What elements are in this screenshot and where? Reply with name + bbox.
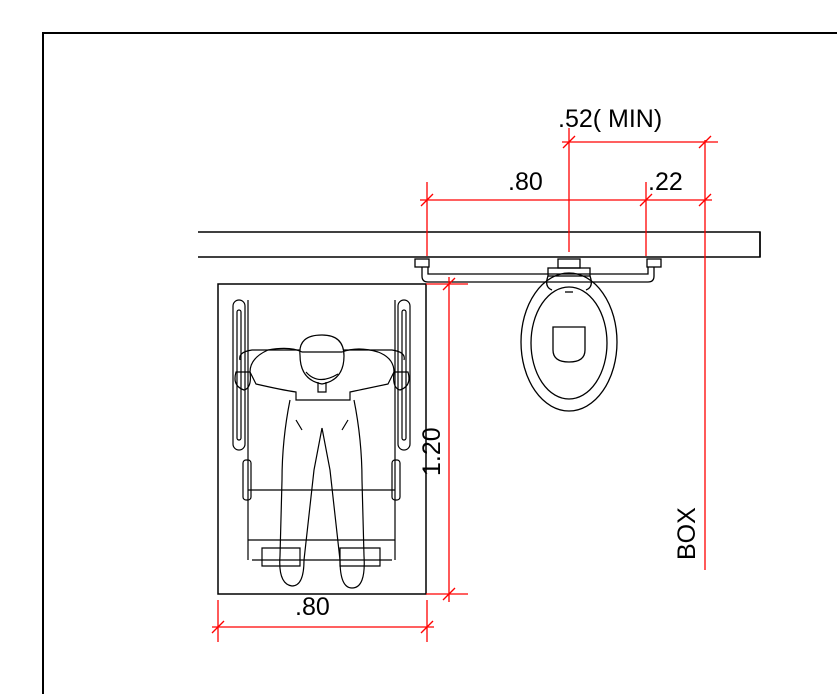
tick-5 (698, 135, 712, 149)
tick-7 (442, 587, 456, 601)
tick-3 (698, 193, 712, 207)
tick-9 (420, 620, 434, 634)
drawing-frame (42, 32, 837, 694)
dim-min-clearance: .52( MIN) (558, 105, 662, 133)
tick-6 (442, 277, 456, 291)
dim-wheelchair-depth: 1.20 (418, 427, 446, 476)
tick-8 (211, 620, 225, 634)
wall (198, 231, 761, 258)
wheelchair-clearance-area (217, 283, 427, 595)
dim-side-offset: .22 (648, 168, 683, 196)
tick-4 (562, 135, 576, 149)
box-label: BOX (673, 507, 701, 560)
dim-wheelchair-width: .80 (295, 593, 330, 621)
tick-2 (639, 193, 653, 207)
tick-1 (420, 193, 434, 207)
dimension-lines (211, 128, 718, 642)
dim-grab-bar-length: .80 (508, 168, 543, 196)
wheelchair-user-icon (232, 299, 411, 589)
grab-bar (414, 258, 662, 283)
toilet-icon (520, 258, 618, 412)
